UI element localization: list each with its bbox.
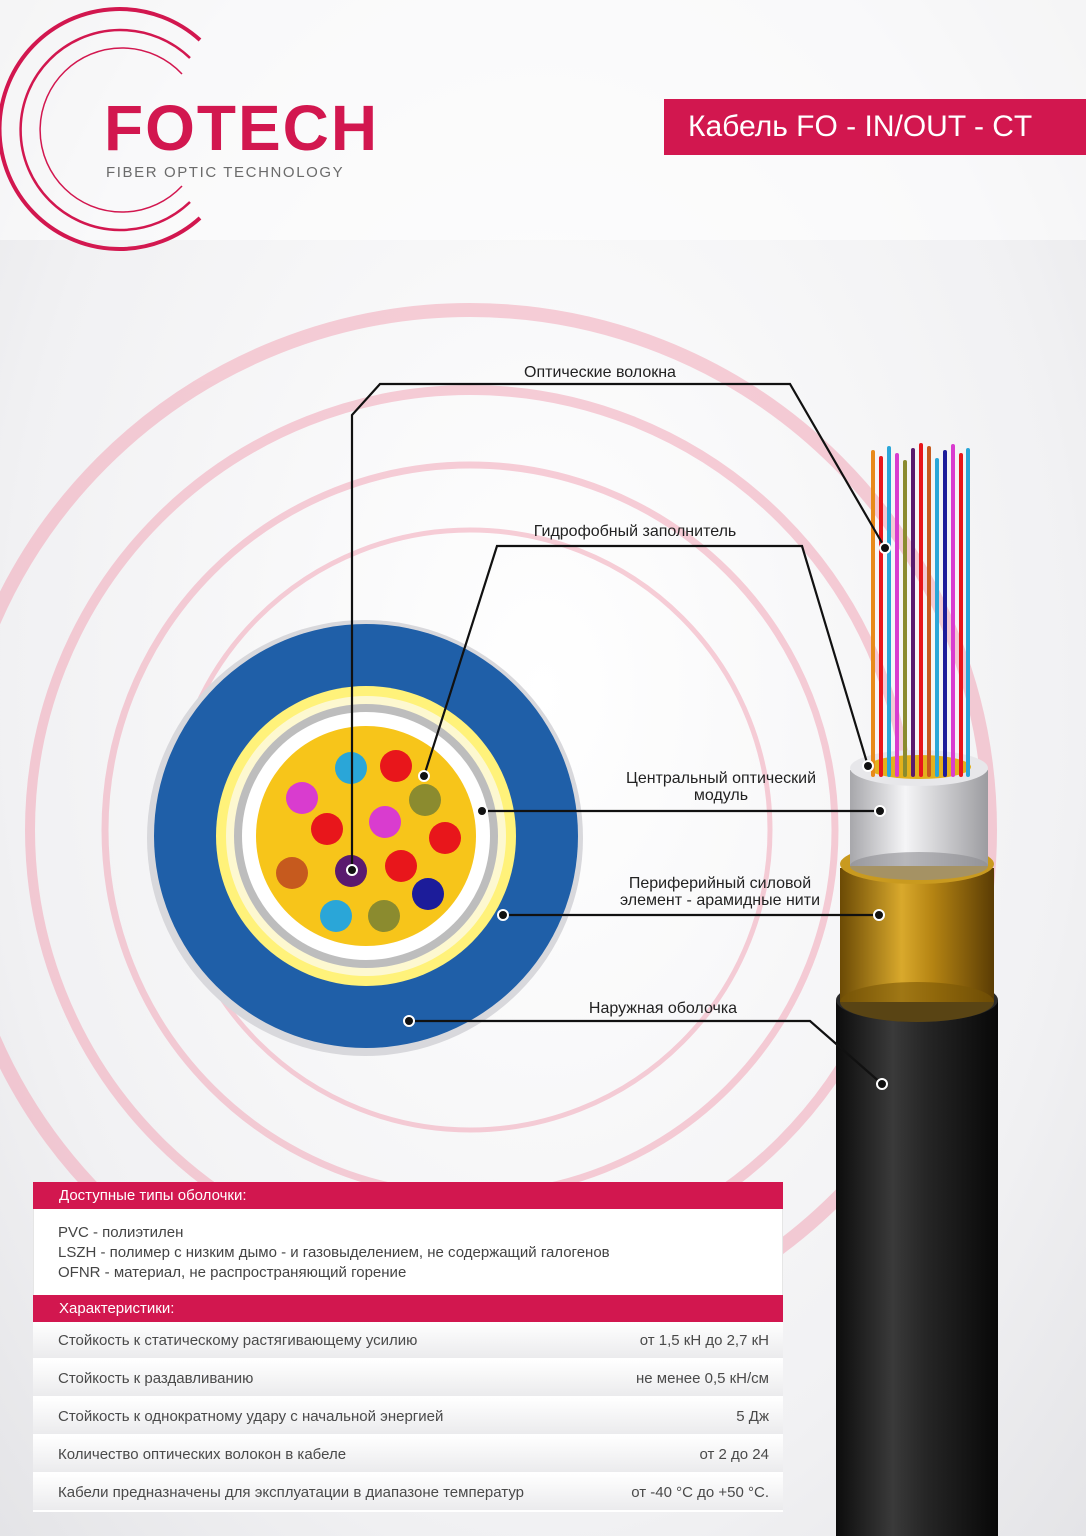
callout-filler: Гидрофобный заполнитель [533,523,737,540]
row-value: от 1,5 кН до 2,7 кН [639,1331,769,1349]
callout-module: Центральный оптический модуль [625,770,817,804]
sheath-type-item: OFNR - материал, не распространяющий гор… [58,1264,407,1281]
row-label: Кабели предназначены для эксплуатации в … [58,1483,524,1501]
logo-wordmark: FOTECH [104,92,380,164]
fiber-strands [871,443,970,777]
cable-cross-section [147,620,583,1056]
logo-rings [0,7,202,251]
callout-strength: Периферийный силовой элемент - арамидные… [619,875,820,909]
table-row: Стойкость к раздавливанию не менее 0,5 к… [33,1360,783,1398]
sheath-type-item: LSZH - полимер с низким дымо - и газовыд… [58,1244,610,1261]
sheath-types-heading: Доступные типы оболочки: [33,1182,783,1209]
row-label: Стойкость к однократному удару с начальн… [58,1407,444,1425]
row-value: от 2 до 24 [699,1445,769,1463]
table-row: Кабели предназначены для эксплуатации в … [33,1474,783,1512]
row-label: Стойкость к статическому растягивающему … [58,1331,418,1349]
row-value: от -40 °C до +50 °C. [631,1483,769,1501]
table-row: Стойкость к статическому растягивающему … [33,1322,783,1360]
row-value: не менее 0,5 кН/см [636,1369,769,1387]
row-label: Количество оптических волокон в кабеле [58,1445,347,1463]
logo-tagline: FIBER OPTIC TECHNOLOGY [106,164,345,181]
row-label: Стойкость к раздавливанию [58,1369,254,1387]
table-row: Количество оптических волокон в кабеле о… [33,1436,783,1474]
callout-fibers: Оптические волокна [524,364,676,381]
characteristics-table: Стойкость к статическому растягивающему … [33,1322,783,1512]
fiber-dots [276,750,461,932]
callout-sheath: Наружная оболочка [588,1000,738,1017]
characteristics-heading: Характеристики: [33,1295,783,1322]
row-value: 5 Дж [736,1407,769,1425]
page-title: Кабель FO - IN/OUT - CT [664,99,1086,155]
table-row: Стойкость к однократному удару с начальн… [33,1398,783,1436]
sheath-types-list: PVC - полиэтилен LSZH - полимер с низким… [33,1209,783,1295]
leader-lines [350,382,886,1085]
sheath-type-item: PVC - полиэтилен [58,1224,184,1241]
leader-dots [346,542,891,1090]
cable-side-view [836,443,998,1536]
specs-panel: Доступные типы оболочки: PVC - полиэтиле… [33,1182,783,1512]
